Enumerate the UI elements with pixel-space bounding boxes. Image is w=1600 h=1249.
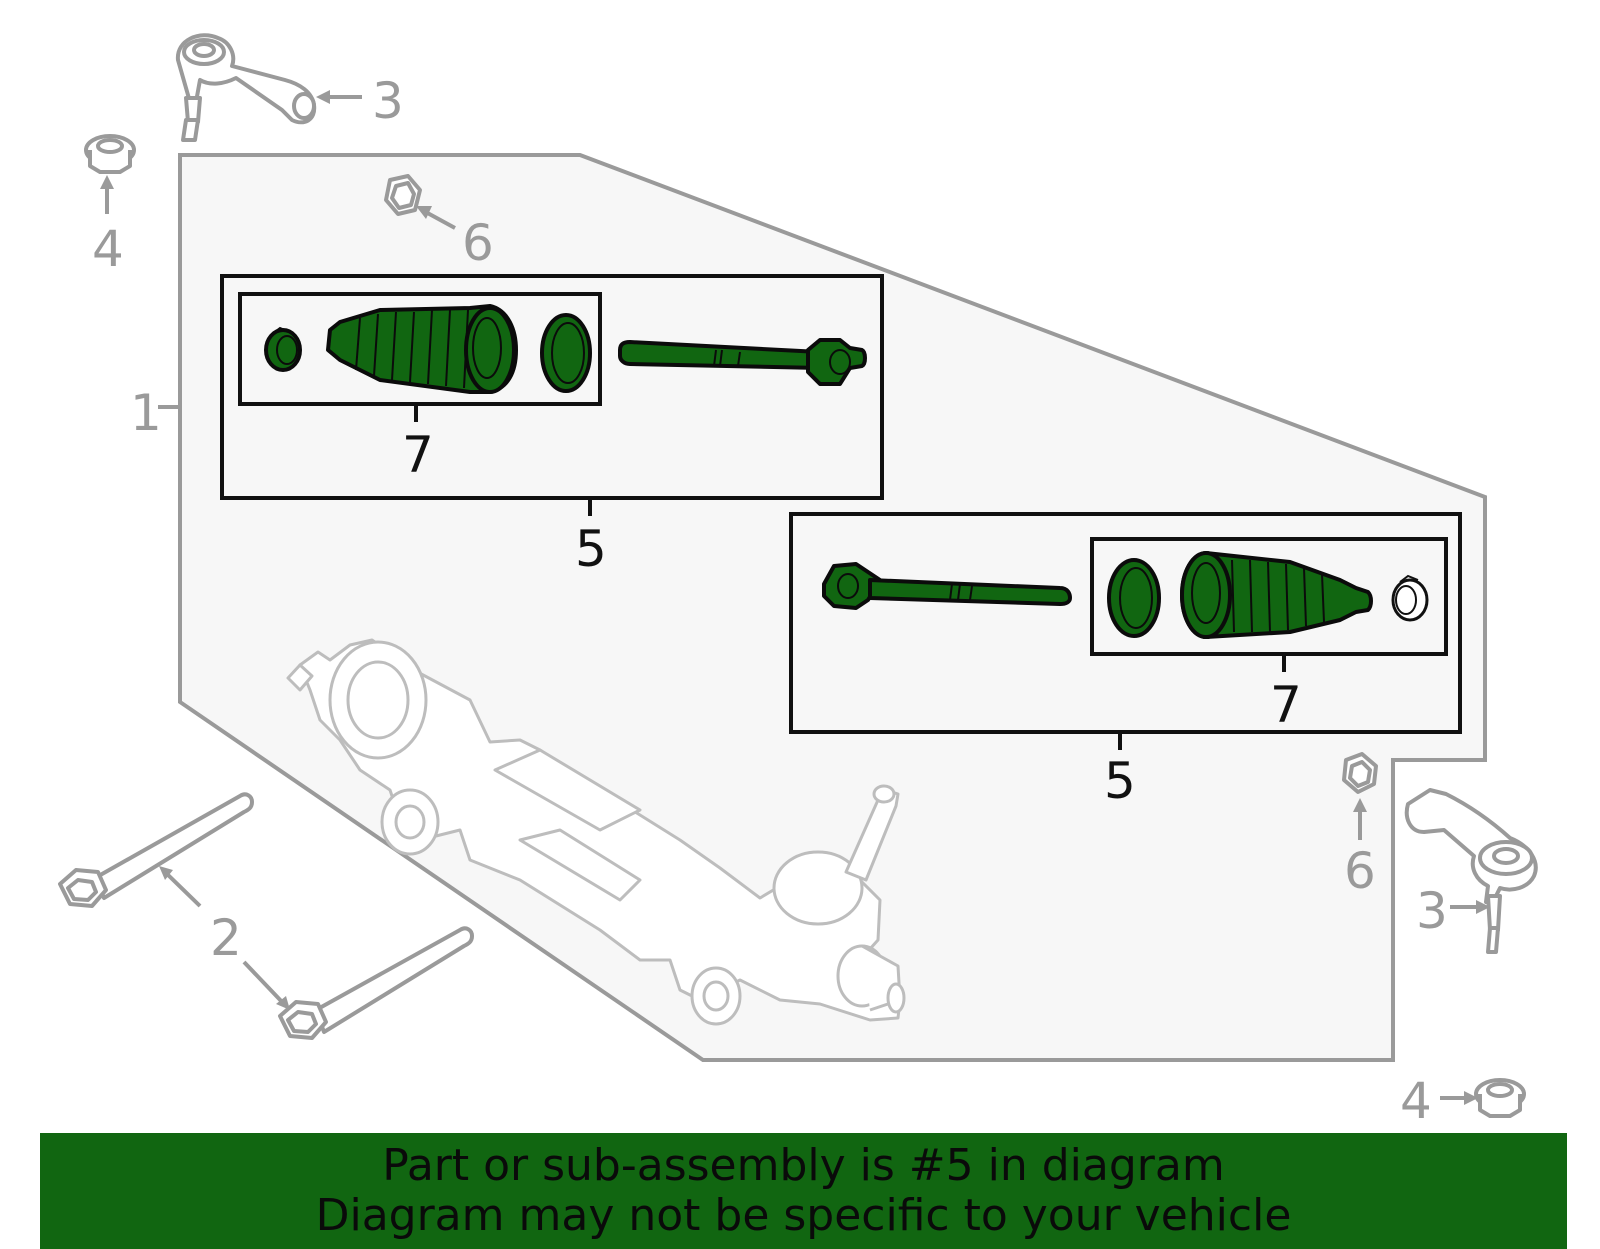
outer-tie-rod-end-top: [175, 33, 317, 142]
callout-5-lower-label: 5: [1104, 752, 1136, 810]
callout-4-top-label: 4: [92, 220, 124, 278]
callout-6-top: 6: [416, 206, 494, 272]
boot-kit-box-upper: [238, 292, 602, 406]
boot-clamp-small-upper: [264, 326, 302, 372]
bellows-boot-lower: [1180, 551, 1373, 639]
tie-rod-kit-box-upper: [220, 274, 884, 500]
mounting-bolt-upper: [58, 792, 254, 908]
callout-1: 1: [130, 384, 180, 442]
callout-7-lower-label: 7: [1270, 676, 1302, 734]
callout-5-lower: 5: [1104, 732, 1136, 810]
callout-3-right: 3: [1416, 882, 1490, 940]
callout-7-upper: 7: [402, 404, 434, 484]
flange-nut-bottom: [1474, 1078, 1526, 1118]
info-banner: Part or sub-assembly is #5 in diagram Di…: [40, 1133, 1567, 1249]
bellows-boot-upper: [326, 304, 518, 394]
steering-rack-gear: [286, 638, 906, 1026]
inner-tie-rod-lower: [822, 562, 1072, 610]
callout-3-top-label: 3: [372, 72, 404, 130]
callout-3-top: 3: [316, 72, 404, 130]
banner-line-2: Diagram may not be specific to your vehi…: [315, 1190, 1292, 1241]
callout-2-label: 2: [210, 909, 242, 967]
callout-6-right-label: 6: [1344, 842, 1376, 900]
tie-rod-kit-box-lower: [789, 512, 1462, 734]
flange-nut-top: [84, 134, 136, 174]
banner-line-1: Part or sub-assembly is #5 in diagram: [382, 1140, 1225, 1191]
callout-5-upper: 5: [575, 498, 607, 578]
callout-7-lower: 7: [1270, 654, 1302, 734]
callout-7-upper-label: 7: [402, 426, 434, 484]
inner-tie-rod-upper: [618, 338, 867, 386]
callout-4-top: 4: [92, 175, 124, 278]
callout-4-bottom: 4: [1400, 1072, 1478, 1130]
callout-6-right: 6: [1344, 798, 1376, 900]
callout-3-right-label: 3: [1416, 882, 1448, 940]
boot-clamp-small-lower: [1391, 574, 1429, 622]
hex-nut-top: [384, 174, 422, 216]
boot-kit-box-lower: [1090, 537, 1448, 656]
callout-5-upper-label: 5: [575, 520, 607, 578]
hex-nut-right: [1342, 752, 1378, 794]
callout-6-top-label: 6: [462, 214, 494, 272]
mounting-bolt-lower: [278, 926, 474, 1040]
callout-1-label: 1: [130, 384, 162, 442]
boot-clamp-large-upper: [540, 313, 592, 393]
boot-clamp-large-lower: [1107, 558, 1161, 638]
callout-2: 2: [159, 866, 290, 1010]
outer-tie-rod-end-right: [1404, 788, 1538, 954]
callout-4-bottom-label: 4: [1400, 1072, 1432, 1130]
